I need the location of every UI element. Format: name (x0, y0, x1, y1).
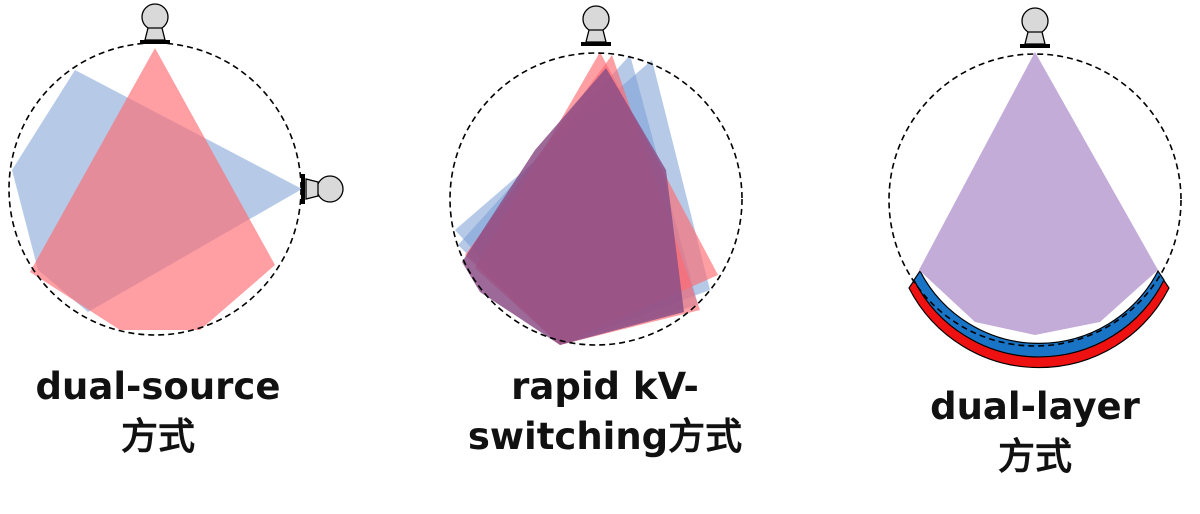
caption-line: rapid kV- (511, 365, 699, 408)
gantry-circle (888, 53, 1182, 347)
blue-red-beam-overlap (462, 68, 684, 345)
caption-line: switching方式 (467, 415, 743, 458)
detector-inner-layer (913, 269, 1165, 358)
red-xray-beam (30, 48, 275, 330)
caption-line: dual-layer (930, 385, 1140, 428)
dual-layer-diagram (888, 7, 1182, 369)
caption-line: dual-source (35, 365, 281, 408)
xray-source-icon (301, 174, 344, 204)
caption-rapid-kv-switching: rapid kV- switching方式 (440, 362, 770, 462)
gantry-circle (449, 52, 743, 346)
caption-line: 方式 (121, 415, 195, 458)
xray-source-icon (581, 5, 611, 46)
caption-line: 方式 (998, 435, 1072, 478)
xray-source-icon (140, 3, 170, 44)
caption-dual-layer: dual-layer 方式 (890, 382, 1180, 482)
xray-source-icon (1020, 7, 1050, 48)
xray-beam (919, 52, 1158, 335)
dual-source-diagram (8, 3, 344, 336)
rapid-kv-switching-diagram (449, 5, 743, 346)
caption-dual-source: dual-source 方式 (13, 362, 303, 462)
